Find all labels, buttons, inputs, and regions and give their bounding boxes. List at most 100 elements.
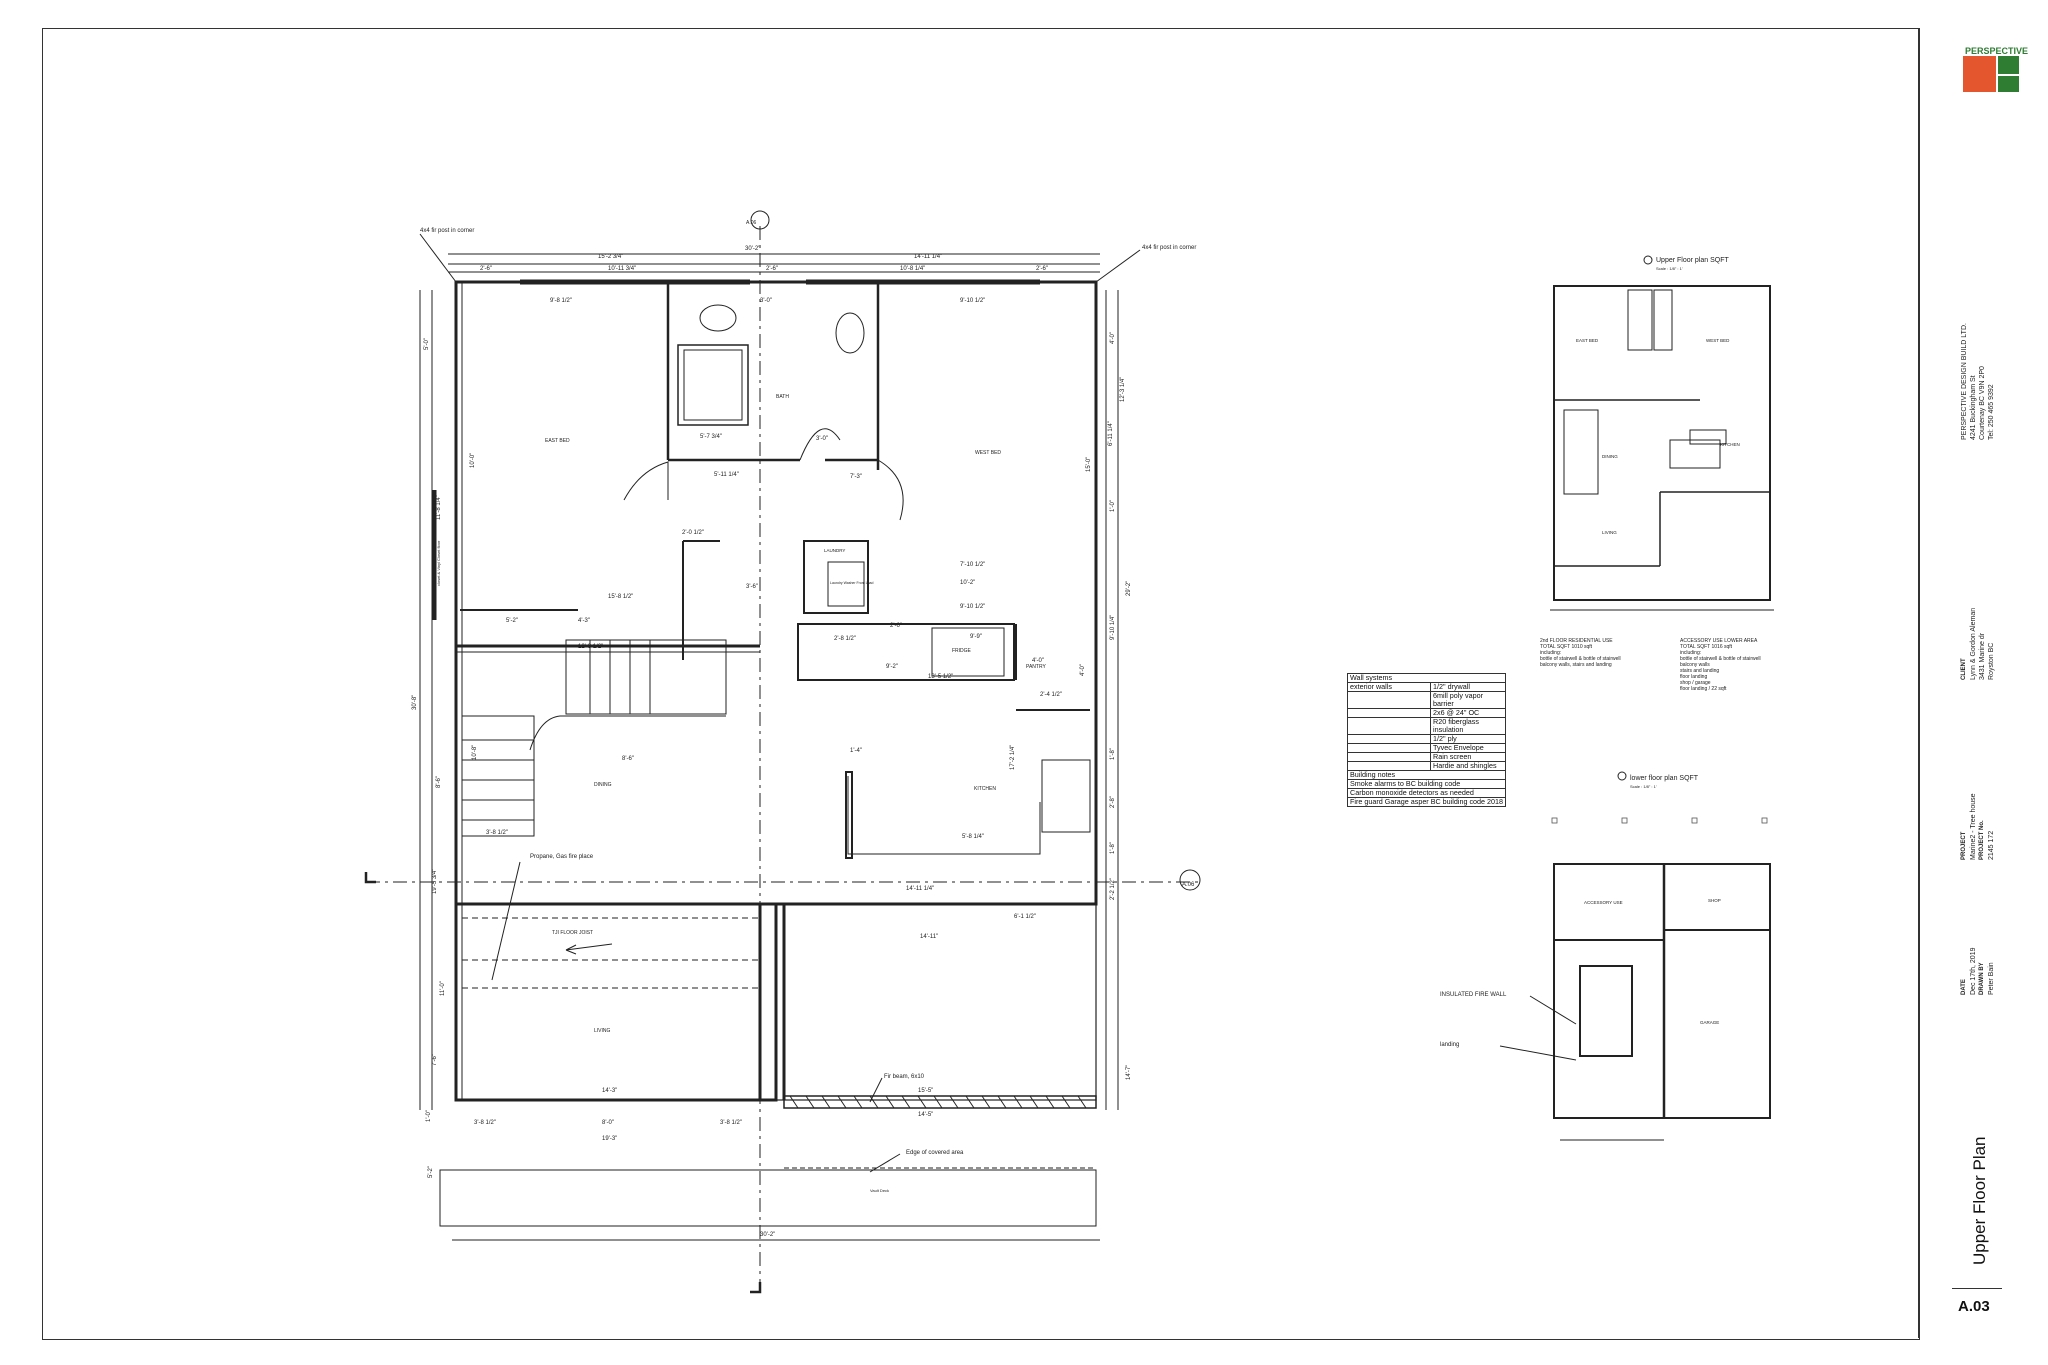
dim-overall-top: 30'-2" xyxy=(745,246,760,252)
upper-sqft-note-right: ACCESSORY USE LOWER AREA TOTAL SQFT 1016… xyxy=(1680,638,1761,692)
dim-inner-2: 9'-10 1/2" xyxy=(960,298,985,304)
sheet-number: A.03 xyxy=(1958,1298,1990,1315)
callout-post-left: 4x4 fir post in corner xyxy=(420,228,474,234)
dim-inner-22: 2'-4 1/2" xyxy=(1040,692,1062,698)
callout-post-right: 4x4 fir post in corner xyxy=(1142,245,1196,251)
callout-fireplace: Propane, Gas fire place xyxy=(530,854,594,860)
room-laundry: LAUNDRY xyxy=(824,548,845,553)
dim-inner-34: 8'-0" xyxy=(602,1120,614,1126)
dim-left-1: 11'-8 1/4" xyxy=(436,495,442,520)
dim-inner-25: 5'-8 1/4" xyxy=(962,834,984,840)
dim-inner-24: 1'-4" xyxy=(850,748,862,754)
dim-inner-26: 3'-8 1/2" xyxy=(486,830,508,836)
dim-inner-35: 3'-8 1/2" xyxy=(720,1120,742,1126)
section-marker-top: A.06 xyxy=(746,220,757,226)
room-fridge: FRIDGE xyxy=(952,648,972,654)
firm-logo-text: PERSPECTIVE xyxy=(1965,46,2029,56)
room-kitchen: KITCHEN xyxy=(974,786,996,792)
dim-right-3: 15'-0" xyxy=(1086,457,1092,472)
dim-right-4: 1'-0" xyxy=(1110,500,1116,512)
dim-left-6: 19'-5 3/4" xyxy=(432,869,438,894)
lower-sqft-room-0: ACCESSORY USE xyxy=(1584,900,1623,905)
drawing-sheet-border xyxy=(42,28,1920,1340)
dim-inner-7: 2'-0 1/2" xyxy=(682,530,704,536)
section-marker-right: A.06 xyxy=(1182,882,1195,888)
lower-sqft-scale: Scale : 1/8" : 1' xyxy=(1630,784,1657,789)
upper-sqft-room-2: DINING xyxy=(1602,454,1618,459)
sheet-title-divider xyxy=(1952,1288,2002,1289)
room-washer: Laundry Washer Front Load xyxy=(830,581,874,585)
dim-right-12: 2'-2 1/2" xyxy=(1110,878,1116,900)
dim-top-3: 2'-6" xyxy=(766,266,778,272)
room-living: LIVING xyxy=(594,1028,611,1034)
upper-sqft-room-3: KITCHEN xyxy=(1720,442,1740,447)
lower-sqft-fire-wall: INSULATED FIRE WALL xyxy=(1440,992,1507,998)
dim-inner-1: 3'-0" xyxy=(760,298,772,304)
dim-inner-12: 5'-2" xyxy=(506,618,518,624)
dim-left-7: 11'-0" xyxy=(440,981,446,996)
logo-orange-block xyxy=(1963,56,1996,92)
room-west-bed: WEST BED xyxy=(975,450,1001,456)
dim-inner-17: 2'-8 1/2" xyxy=(834,636,856,642)
dim-inner-29: 14'-11" xyxy=(920,934,938,940)
dim-inner-31: 15'-5" xyxy=(918,1088,933,1094)
dim-inner-13: 4'-3" xyxy=(578,618,590,624)
dim-right-0: 4'-0" xyxy=(1110,332,1116,344)
dim-top-left: 15'-2 3/4" xyxy=(598,254,623,260)
dim-inner-6: 7'-3" xyxy=(850,474,862,480)
callout-covered-edge: Edge of covered area xyxy=(906,1150,964,1156)
dim-right-13: 14'-7" xyxy=(1126,1065,1132,1080)
dim-left-8: 7'-6" xyxy=(432,1054,438,1066)
dim-top-2: 10'-11 3/4" xyxy=(608,266,636,272)
upper-plan-outline xyxy=(454,280,1098,906)
lower-sqft-room-1: SHOP xyxy=(1708,898,1721,903)
dim-inner-33: 3'-8 1/2" xyxy=(474,1120,496,1126)
upper-sqft-scale: Scale : 1/8" : 1' xyxy=(1656,266,1683,271)
room-east-bed: EAST BED xyxy=(545,438,570,444)
dim-inner-16: 2'-6" xyxy=(890,623,902,629)
dim-left-5: 10'-8" xyxy=(472,745,478,760)
title-block xyxy=(1918,28,2047,1338)
upper-sqft-room-4: LIVING xyxy=(1602,530,1617,535)
dim-right-5: 29'-2" xyxy=(1126,581,1132,596)
label-deck: Vault Deck xyxy=(870,1188,889,1193)
dim-top-1: 2'-6" xyxy=(480,266,492,272)
dim-inner-20: 13'-5 1/2" xyxy=(928,674,953,680)
dim-inner-32: 14'-5" xyxy=(918,1112,933,1118)
upper-sqft-room-1: WEST BED xyxy=(1706,338,1730,343)
dim-inner-14: 3'-6" xyxy=(746,584,758,590)
dim-inner-11: 15'-8 1/2" xyxy=(608,594,633,600)
dim-left-2: 10'-0" xyxy=(470,453,476,468)
dim-left-4: 8'-6" xyxy=(436,776,442,788)
dim-inner-23: 8'-6" xyxy=(622,756,634,762)
dim-inner-21: 4'-0" xyxy=(1032,658,1044,664)
upper-sqft-title: Upper Floor plan SQFT xyxy=(1656,257,1729,264)
dim-inner-5: 3'-0" xyxy=(816,436,828,442)
dim-top-right: 14'-11 1/4" xyxy=(914,254,942,260)
dim-left-0: 5'-0" xyxy=(424,338,430,350)
room-bath: BATH xyxy=(776,394,789,400)
logo-green-block-top xyxy=(1998,56,2019,74)
callout-fir-beam: Fir beam, 6x10 xyxy=(884,1074,925,1080)
dim-inner-3: 5'-7 3/4" xyxy=(700,434,722,440)
room-pantry: PANTRY xyxy=(1026,664,1046,670)
dim-inner-8: 7'-10 1/2" xyxy=(960,562,985,568)
building-note: Fire guard Garage asper BC building code… xyxy=(1346,797,1507,807)
dim-right-9: 1'-8" xyxy=(1110,748,1116,760)
dim-inner-27: 14'-11 1/4" xyxy=(906,886,934,892)
label-floor-joist: TJI FLOOR JOIST xyxy=(552,930,593,936)
dim-inner-28: 6'-1 1/2" xyxy=(1014,914,1036,920)
logo-green-block-bottom xyxy=(1998,76,2019,92)
dim-top-5: 2'-6" xyxy=(1036,266,1048,272)
dim-right-11: 1'-8" xyxy=(1110,842,1116,854)
dim-right-7: 4'-0" xyxy=(1080,664,1086,676)
dim-inner-19: 9'-2" xyxy=(886,664,898,670)
upper-sqft-note-left: 2nd FLOOR RESIDENTIAL USE TOTAL SQFT 101… xyxy=(1540,638,1621,668)
dim-inner-30: 14'-3" xyxy=(602,1088,617,1094)
dim-inner-36: 19'-3" xyxy=(602,1136,617,1142)
dim-top-4: 10'-8 1/4" xyxy=(900,266,925,272)
dim-inner-4: 5'-11 1/4" xyxy=(714,472,739,478)
dim-right-2: 6'-11 1/4" xyxy=(1108,421,1114,446)
